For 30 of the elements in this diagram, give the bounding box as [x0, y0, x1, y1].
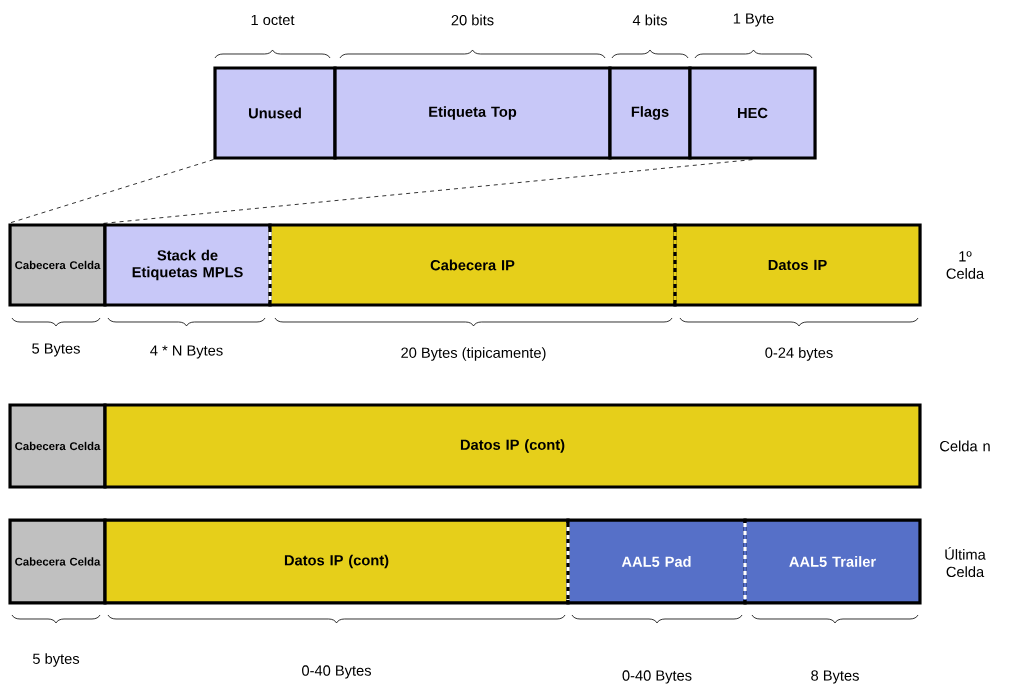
dimension-label: 0-40 Bytes	[622, 670, 692, 684]
row-label: Celda n	[940, 440, 990, 452]
dimension-label: 8 Bytes	[811, 670, 859, 684]
field-box: Cabecera Celda	[8, 223, 107, 307]
field-box: Flags	[608, 66, 692, 160]
dimension-label: 0-40 Bytes	[302, 665, 371, 679]
dimension-label: 1 Byte	[733, 13, 774, 27]
field-box: Datos IP (cont)	[103, 403, 922, 489]
field-box: Datos IP (cont)	[103, 518, 570, 605]
field-box: Cabecera IP	[268, 223, 677, 307]
projection-line	[102, 159, 753, 224]
field-box: Unused	[213, 66, 337, 160]
dimension-label: 1 octet	[251, 14, 295, 26]
dimension-label: 5 bytes	[32, 653, 80, 667]
row-label: Última Celda	[945, 546, 986, 578]
field-box: Datos IP	[673, 223, 922, 307]
dimension-label: 4 bits	[632, 14, 667, 26]
field-box: Cabecera Celda	[8, 403, 107, 489]
row-label: 1º Celda	[946, 251, 985, 279]
field-box: AAL5 Trailer	[743, 518, 922, 605]
projection-line	[8, 159, 214, 224]
field-box: Cabecera Celda	[8, 518, 107, 605]
dimension-label: 5 Bytes	[32, 343, 80, 357]
field-box: AAL5 Pad	[566, 518, 747, 605]
dimension-label: 20 bits	[451, 14, 494, 26]
dimension-label: 4 * N Bytes	[150, 345, 223, 359]
field-box: HEC	[688, 66, 817, 160]
dimension-label: 20 Bytes (tipicamente)	[401, 347, 546, 361]
field-box: Stack de Etiquetas MPLS	[103, 223, 272, 307]
dimension-label: 0-24 bytes	[765, 347, 833, 361]
